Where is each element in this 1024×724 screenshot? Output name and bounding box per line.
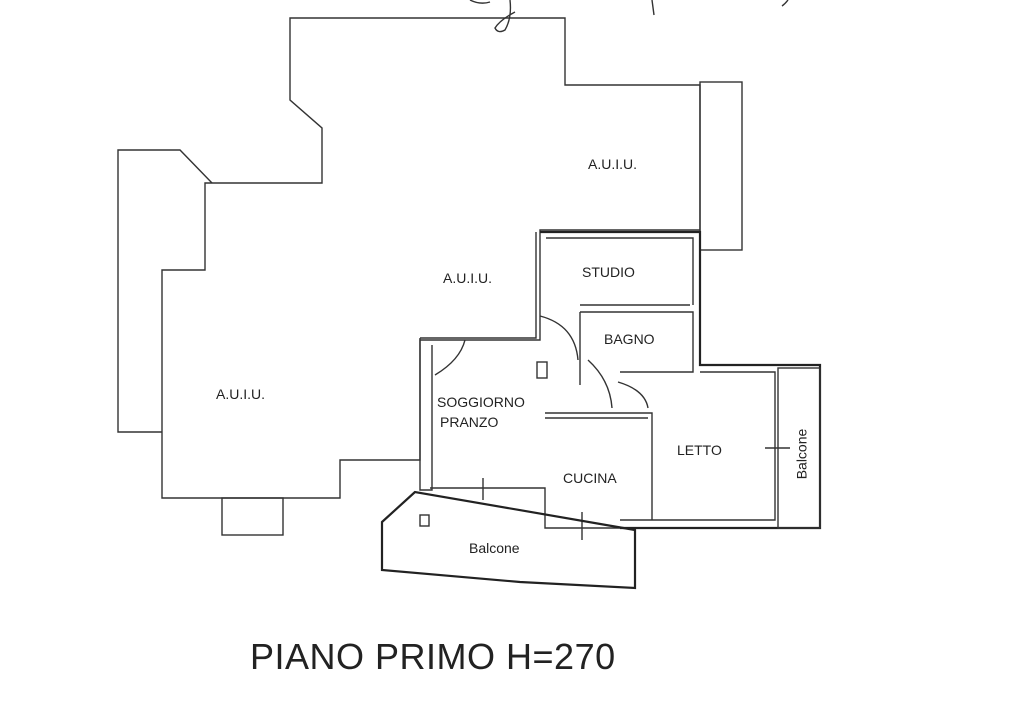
room-label-studio: STUDIO: [582, 264, 635, 280]
plan-title: PIANO PRIMO H=270: [250, 636, 616, 677]
handwritten-signature: [469, 0, 789, 33]
auiu-left-wing: [117, 149, 213, 433]
room-label-auiu-left: A.U.I.U.: [216, 386, 266, 402]
room-label-cucina: CUCINA: [563, 470, 617, 486]
room-label-letto: LETTO: [677, 442, 722, 458]
auiu-right-column: [699, 81, 743, 251]
apartment-walls: [419, 230, 822, 540]
room-label-pranzo: PRANZO: [440, 414, 499, 430]
room-label-bagno: BAGNO: [604, 331, 655, 347]
auiu-outline: [161, 17, 701, 499]
room-label-auiu-top: A.U.I.U.: [588, 156, 638, 172]
room-label-balcone-front: Balcone: [469, 540, 520, 556]
stair-box: [221, 497, 284, 536]
room-label-soggiorno: SOGGIORNO: [437, 394, 525, 410]
front-balcony-outline: [380, 490, 637, 590]
room-label-balcone-side: Balcone: [793, 428, 810, 480]
room-label-auiu-center: A.U.I.U.: [443, 270, 493, 286]
